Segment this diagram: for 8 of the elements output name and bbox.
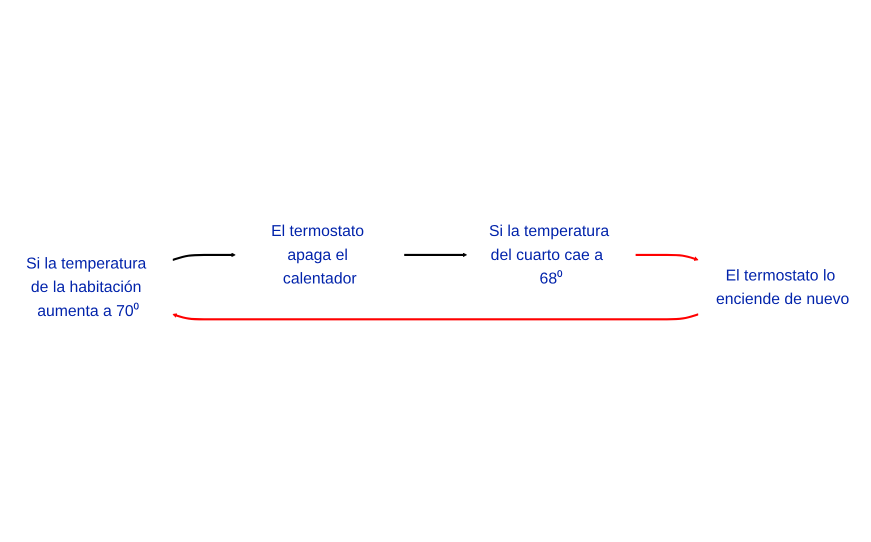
arrow [404,252,468,258]
node-text: El termostato lo enciende de nuevo [716,266,850,308]
node-text: Si la temperatura del cuarto cae a 68⁰ [488,222,610,288]
arrow [635,254,699,261]
arrow [172,252,236,261]
arrow [172,313,699,320]
node-text: Si la temperatura de la habitación aumenta a 70⁰ [26,254,146,320]
node-text: El termostato apaga el calentador [271,222,364,288]
